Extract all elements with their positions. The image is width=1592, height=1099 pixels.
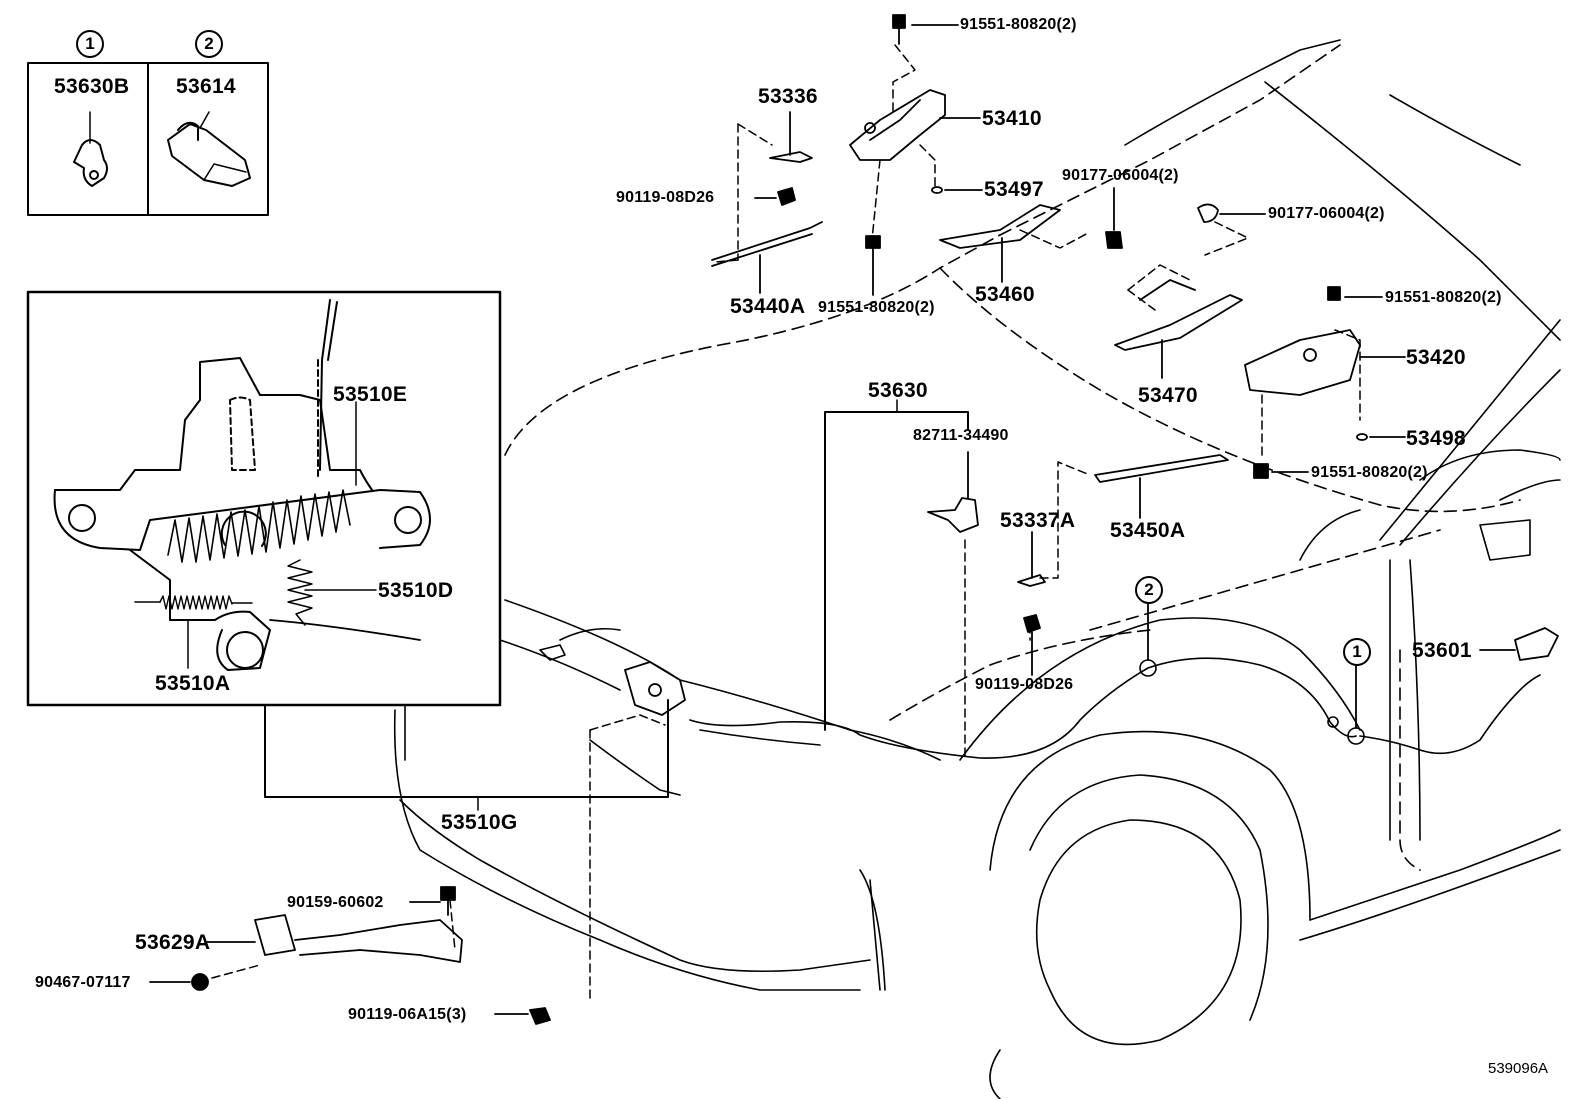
label-53336: 53336	[758, 85, 818, 108]
label-91551-80820-lower: 91551-80820(2)	[1311, 464, 1428, 481]
label-90177-06004-a: 90177-06004(2)	[1062, 167, 1179, 184]
label-91551-80820-mid: 91551-80820(2)	[818, 299, 935, 316]
label-53420: 53420	[1406, 346, 1466, 369]
legend-index-1: 1	[76, 30, 104, 58]
label-82711-34490: 82711-34490	[913, 427, 1009, 444]
legend-boxes	[27, 62, 269, 216]
label-53601: 53601	[1412, 639, 1472, 662]
parts-drawings	[149, 14, 1559, 1025]
label-53410: 53410	[982, 107, 1042, 130]
label-90467-07117: 90467-07117	[35, 974, 131, 991]
label-91551-80820-right: 91551-80820(2)	[1385, 289, 1502, 306]
label-53510G: 53510G	[441, 811, 518, 834]
diagram-code: 539096A	[1488, 1060, 1549, 1077]
label-90119-08D26-top: 90119-08D26	[616, 189, 715, 206]
callout-1: 1	[1343, 638, 1371, 666]
latch-detail-inset	[26, 290, 502, 707]
label-90177-06004-b: 90177-06004(2)	[1268, 205, 1385, 222]
legend-part-53630B: 53630B	[54, 75, 130, 98]
label-53498: 53498	[1406, 427, 1466, 450]
label-53460: 53460	[975, 283, 1035, 306]
legend-part-53614: 53614	[176, 75, 236, 98]
callout-2: 2	[1135, 576, 1163, 604]
label-91551-80820-top: 91551-80820(2)	[960, 16, 1077, 33]
label-90119-08D26-low: 90119-08D26	[975, 676, 1074, 693]
label-53440A: 53440A	[730, 295, 806, 318]
label-90159-60602: 90159-60602	[287, 894, 384, 911]
label-53497: 53497	[984, 178, 1044, 201]
label-53470: 53470	[1138, 384, 1198, 407]
label-90119-06A15: 90119-06A15(3)	[348, 1006, 467, 1023]
legend-index-2: 2	[195, 30, 223, 58]
label-53510D: 53510D	[378, 579, 454, 602]
car-body	[393, 39, 1561, 1099]
label-53450A: 53450A	[1110, 519, 1186, 542]
label-53629A: 53629A	[135, 931, 211, 954]
label-53510E: 53510E	[333, 383, 408, 406]
label-53510A: 53510A	[155, 672, 231, 695]
label-53630: 53630	[868, 379, 928, 402]
release-cable	[689, 657, 1541, 759]
label-53337A: 53337A	[1000, 509, 1076, 532]
